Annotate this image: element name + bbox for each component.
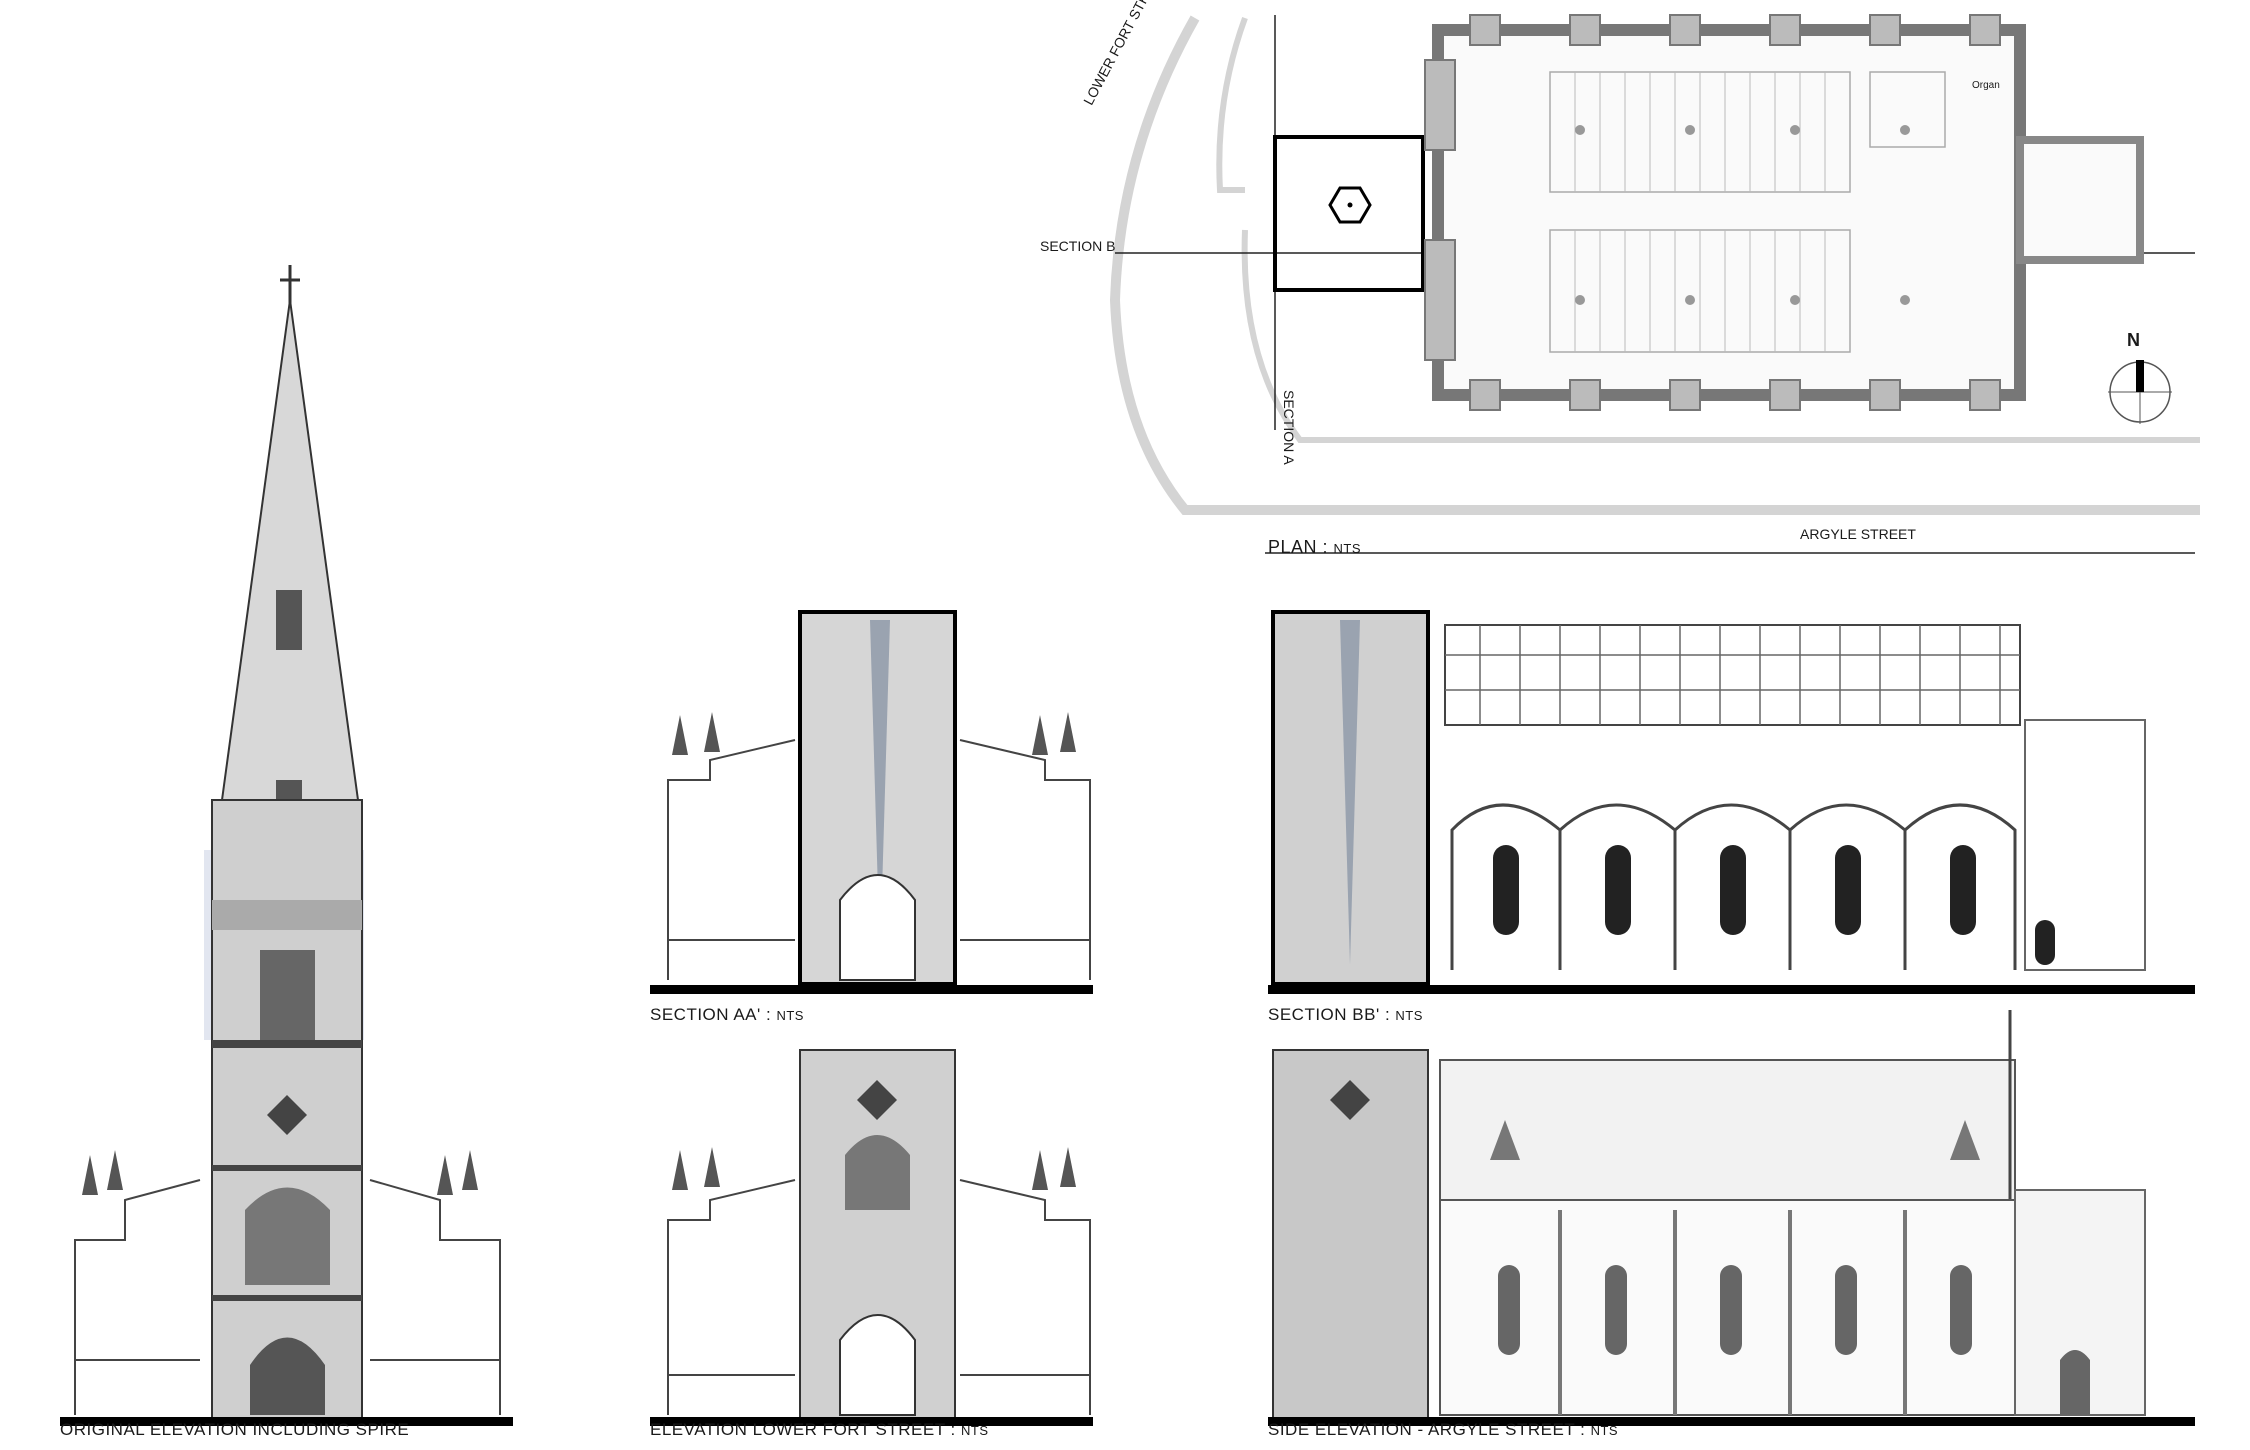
- section-b-label: SECTION B: [1040, 238, 1116, 254]
- ground-line: [1268, 985, 2195, 994]
- ground-line: [60, 1417, 513, 1426]
- plan-title: PLAN : NTS: [1268, 537, 1362, 557]
- elevation-lower-fort-title: ELEVATION LOWER FORT STREET : NTS: [650, 1420, 989, 1439]
- original-elevation-title: ORIGINAL ELEVATION INCLUDING SPIRE: [60, 1420, 410, 1439]
- street-label-argyle: ARGYLE STREET: [1800, 526, 1916, 542]
- stair-hexagon: [1328, 186, 1372, 224]
- ground-line: [650, 1417, 1093, 1426]
- section-aa-title: SECTION AA' : NTS: [650, 1005, 804, 1024]
- side-elevation-title: SIDE ELEVATION - ARGYLE STREET : NTS: [1268, 1420, 1619, 1439]
- section-bb-title: SECTION BB' : NTS: [1268, 1005, 1423, 1024]
- north-arrow-icon: [2108, 360, 2172, 424]
- organ-label: Organ: [1972, 80, 2000, 91]
- ground-line: [1268, 1417, 2195, 1426]
- north-label: N: [2127, 330, 2140, 350]
- ground-line: [650, 985, 1093, 994]
